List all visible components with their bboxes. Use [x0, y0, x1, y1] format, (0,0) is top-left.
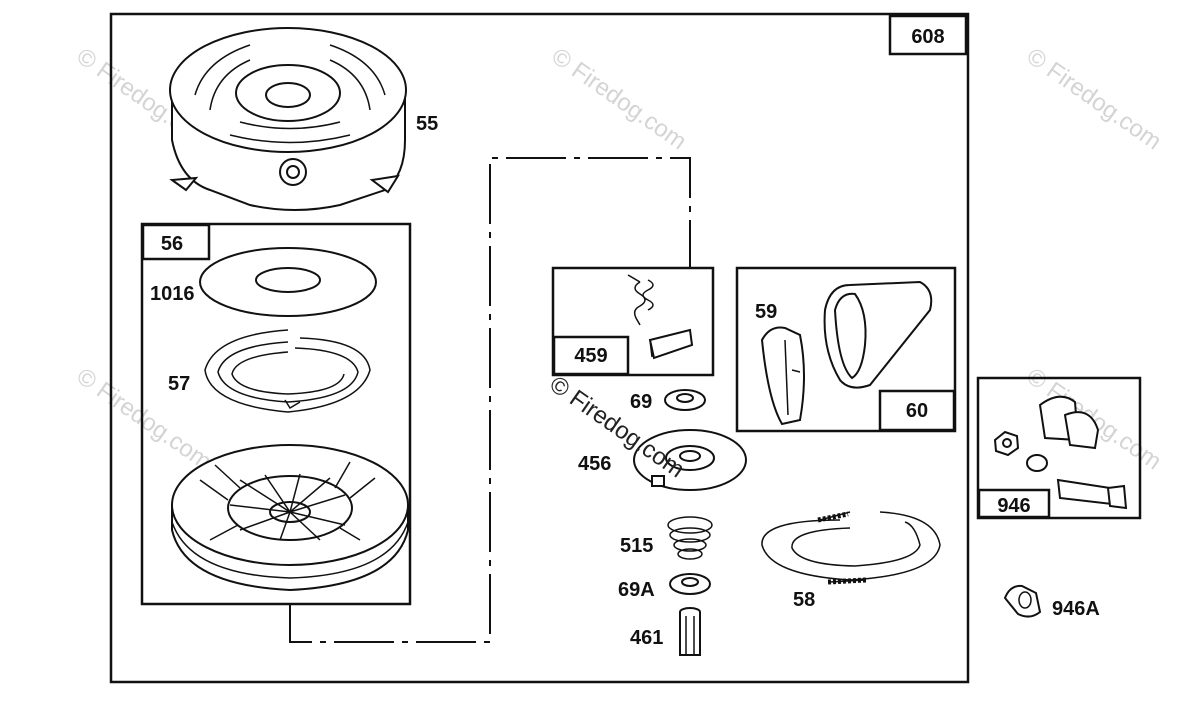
washer-69a-hole: [681, 577, 699, 587]
label-57: 57: [168, 373, 190, 395]
main-frame-tag: [888, 14, 968, 56]
pawl-drawing: [648, 328, 694, 360]
washer-69-hole: [676, 393, 694, 403]
watermark-dark: © Firedog.com: [545, 371, 690, 484]
pawl-spring-drawing: [627, 274, 654, 326]
label-456: 456: [578, 453, 611, 475]
retainer-drawing: [633, 429, 747, 491]
watermark-4: © Firedog.com: [72, 363, 217, 476]
rewind-group-frame: [140, 222, 412, 606]
clamp-kit-tag: [977, 488, 1051, 519]
label-515: 515: [620, 535, 653, 557]
label-461: 461: [630, 627, 663, 649]
label-55: 55: [416, 113, 438, 135]
blower-housing-drawing: [169, 27, 407, 211]
rope-route-line: [289, 157, 691, 643]
main-frame: [109, 12, 970, 684]
handle-drawing: [823, 280, 933, 389]
clamp-kit-drawing: [993, 395, 1128, 510]
label-69a: 69A: [618, 579, 655, 601]
handle-insert-drawing: [760, 326, 805, 426]
watermark-3: © Firedog.com: [1022, 43, 1167, 156]
label-1016: 1016: [150, 283, 195, 305]
clamp-kit-label: 946: [997, 495, 1030, 517]
label-946a: 946A: [1052, 598, 1100, 620]
starter-rope-drawing: [761, 511, 941, 585]
pawl-kit-frame: [551, 266, 715, 377]
spring-515-drawing: [667, 516, 713, 560]
clip-946a-drawing: [1003, 584, 1042, 618]
pin-drawing: [679, 607, 701, 656]
handle-group-frame: [735, 266, 957, 433]
handle-group-label: 60: [906, 400, 928, 422]
washer-1016-drawing: [199, 247, 377, 317]
rewind-group-label: 56: [161, 233, 183, 255]
pulley-drawing: [171, 444, 409, 592]
pawl-kit-label: 459: [574, 345, 607, 367]
label-58: 58: [793, 589, 815, 611]
clamp-kit-frame: [976, 376, 1142, 520]
main-frame-label: 608: [911, 26, 944, 48]
label-69: 69: [630, 391, 652, 413]
pawl-kit-tag: [552, 335, 630, 376]
handle-group-tag: [878, 389, 956, 432]
label-59: 59: [755, 301, 777, 323]
watermark-2: © Firedog.com: [547, 43, 692, 156]
rewind-spring-drawing: [204, 329, 371, 413]
rewind-group-tag: [141, 223, 211, 261]
